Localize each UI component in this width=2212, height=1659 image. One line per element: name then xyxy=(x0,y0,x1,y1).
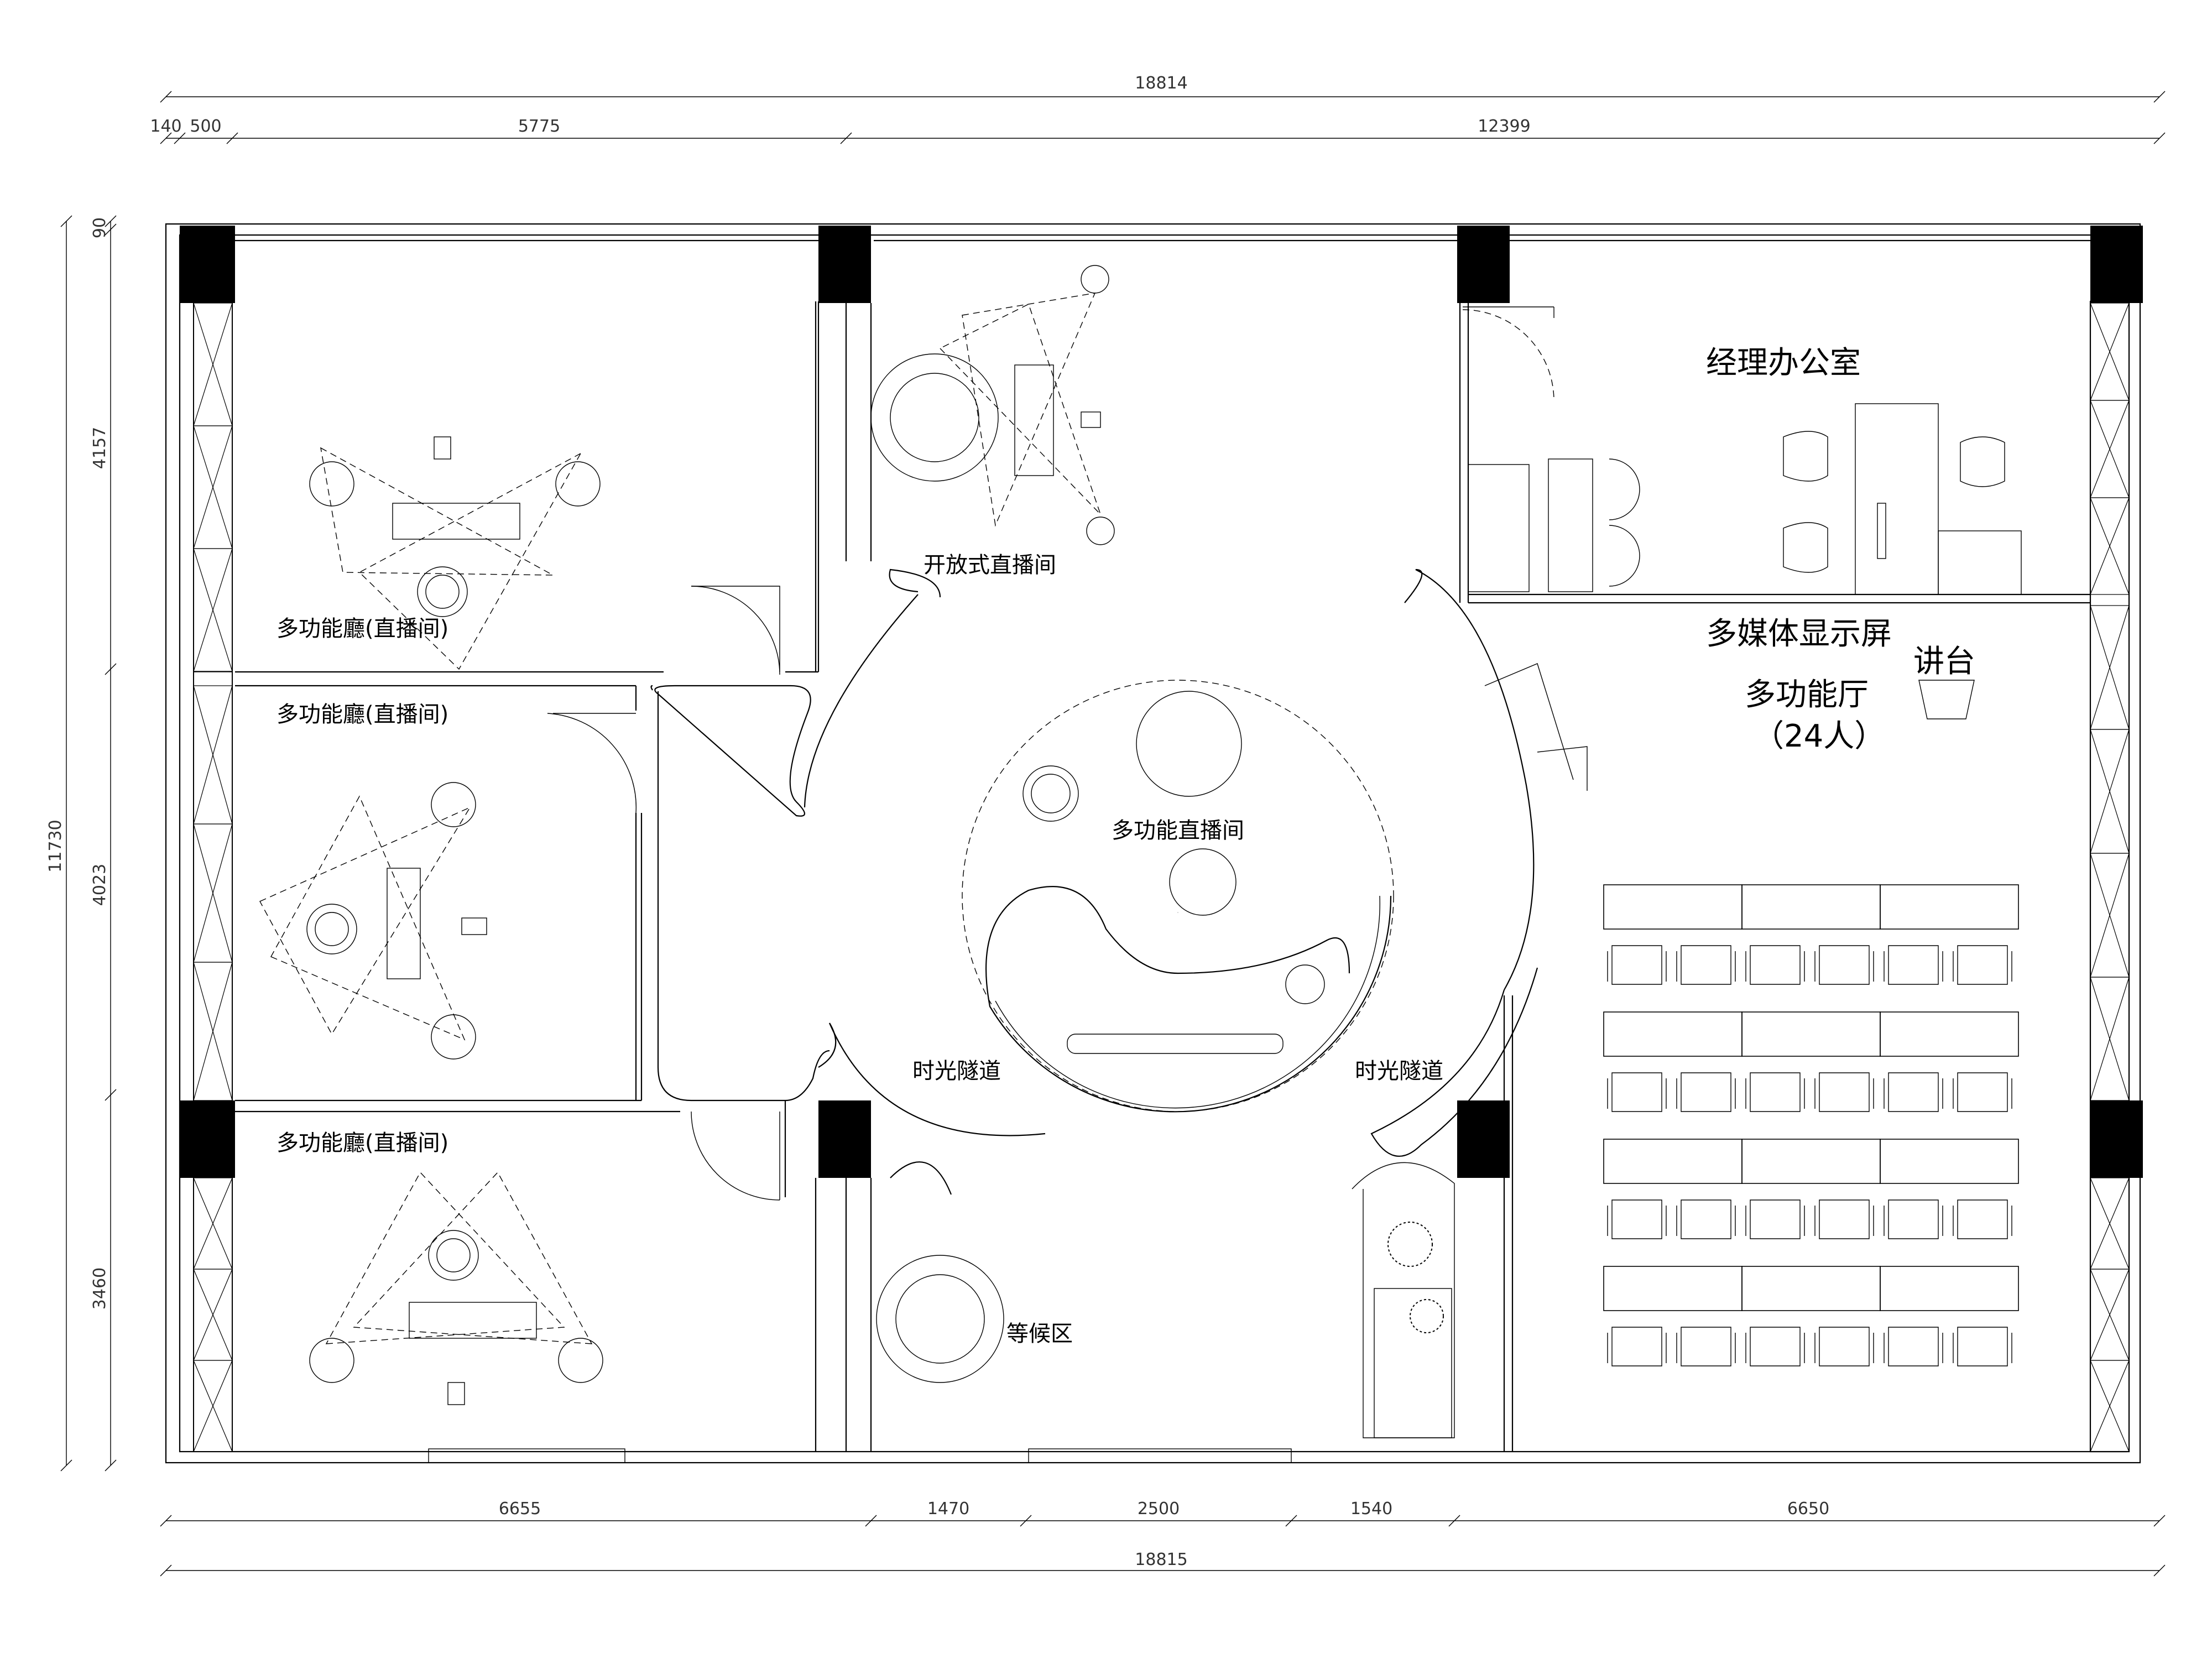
label-tunnel-left: 时光隧道 xyxy=(912,1058,1001,1084)
hall-table xyxy=(1880,884,2019,930)
hall-table xyxy=(1880,1266,2019,1311)
podium xyxy=(1918,680,1975,719)
hall-chair xyxy=(1607,1072,1667,1112)
dim-top-seg1: 140 xyxy=(150,117,181,136)
hall-chair xyxy=(1676,945,1736,985)
window-panel xyxy=(2090,977,2130,1101)
hall-chair xyxy=(1607,1327,1667,1366)
outer-walls xyxy=(165,223,2141,1464)
hall-table xyxy=(1741,1266,1881,1311)
label-multimedia-screen: 多媒体显示屏 xyxy=(1706,616,1892,652)
label-tunnel-right: 时光隧道 xyxy=(1355,1058,1443,1084)
dimension-lines: 18814 140 500 5775 12399 6655 1470 2500 … xyxy=(46,74,2166,1577)
dim-bottom-total: 18815 xyxy=(1135,1550,1187,1569)
window-panel xyxy=(193,685,233,825)
hall-chair xyxy=(1745,1199,1805,1239)
hall-table xyxy=(1603,884,1743,930)
structural-columns xyxy=(180,226,2143,1178)
dim-bottom-seg2: 1470 xyxy=(927,1499,969,1519)
label-waiting: 等候区 xyxy=(1006,1321,1073,1347)
window-panel xyxy=(193,548,233,672)
dim-left-seg1: 4157 xyxy=(90,427,109,469)
label-open-live: 开放式直播间 xyxy=(924,552,1056,578)
hall-chair xyxy=(1953,1327,2012,1366)
hall-chair xyxy=(1884,945,1943,985)
dim-left-total: 11730 xyxy=(46,820,65,872)
room-labels: 多功能廳(直播间) 多功能廳(直播间) 多功能廳(直播间) 开放式直播间 多功能… xyxy=(276,345,1975,1347)
window-panel xyxy=(193,671,233,672)
hall-chair xyxy=(1953,1072,2012,1112)
label-manager-office: 经理办公室 xyxy=(1706,345,1861,381)
manager-furniture xyxy=(1468,403,2022,595)
window-panel xyxy=(193,1360,233,1452)
hall-chair xyxy=(1814,945,1874,985)
hall-chair xyxy=(1745,945,1805,985)
dim-left-seg0: 90 xyxy=(90,217,109,238)
dim-top-total: 18814 xyxy=(1135,74,1187,93)
hall-chair xyxy=(1676,1072,1736,1112)
room3-furniture xyxy=(309,1171,603,1405)
hall-chair xyxy=(1814,1199,1874,1239)
label-hall: 多功能厅 xyxy=(1745,677,1869,713)
hall-chair xyxy=(1607,945,1667,985)
open-live-furniture xyxy=(870,265,1115,545)
multi-live-stage xyxy=(962,680,1394,1113)
hall-chair xyxy=(1607,1199,1667,1239)
label-hall-capacity: （24人） xyxy=(1753,718,1885,754)
central-hub xyxy=(650,568,1538,1195)
hall-chair xyxy=(1745,1072,1805,1112)
hall-chair xyxy=(1884,1327,1943,1366)
hall-chair xyxy=(1953,945,2012,985)
dim-top-seg4: 12399 xyxy=(1478,117,1530,136)
dim-left-seg2: 4023 xyxy=(90,864,109,906)
hall-chair xyxy=(1676,1199,1736,1239)
hall-table xyxy=(1603,1139,1743,1184)
dim-top-seg2: 500 xyxy=(190,117,221,136)
dim-top-seg3: 5775 xyxy=(518,117,560,136)
interior-walls xyxy=(235,301,2090,1463)
window-panel xyxy=(2090,497,2130,595)
window-panel xyxy=(2090,605,2130,730)
room1-furniture xyxy=(309,436,601,670)
hall-seating xyxy=(1603,884,2019,1366)
hall-table xyxy=(1603,1011,1743,1057)
hall-table xyxy=(1741,884,1881,930)
label-multi-live: 多功能直播间 xyxy=(1112,818,1244,843)
hall-table xyxy=(1880,1139,2019,1184)
window-panel xyxy=(193,425,233,549)
room2-furniture xyxy=(259,782,487,1060)
window-strips xyxy=(193,300,2130,1453)
window-panel xyxy=(2090,1360,2130,1452)
waiting-furniture xyxy=(876,1255,1004,1383)
label-multi-room-3: 多功能廳(直播间) xyxy=(276,1130,448,1156)
dim-bottom-seg1: 6655 xyxy=(499,1499,541,1519)
dim-bottom-seg5: 6650 xyxy=(1787,1499,1829,1519)
hall-chair xyxy=(1745,1327,1805,1366)
label-multi-room-1: 多功能廳(直播间) xyxy=(276,616,448,641)
hall-chair xyxy=(1884,1072,1943,1112)
label-podium: 讲台 xyxy=(1913,644,1975,680)
dim-bottom-seg4: 1540 xyxy=(1350,1499,1392,1519)
doors xyxy=(547,306,1588,1201)
window-panel xyxy=(193,962,233,1101)
hall-chair xyxy=(1814,1072,1874,1112)
dim-left-seg3: 3460 xyxy=(90,1267,109,1310)
plant-decoration xyxy=(1352,1162,1455,1438)
hall-table xyxy=(1741,1139,1881,1184)
label-multi-room-2: 多功能廳(直播间) xyxy=(276,702,448,727)
hall-table xyxy=(1603,1266,1743,1311)
dim-bottom-seg3: 2500 xyxy=(1138,1499,1180,1519)
hall-chair xyxy=(1953,1199,2012,1239)
hall-table xyxy=(1880,1011,2019,1057)
hall-table xyxy=(1741,1011,1881,1057)
hall-chair xyxy=(1676,1327,1736,1366)
hall-chair xyxy=(1814,1327,1874,1366)
hall-chair xyxy=(1884,1199,1943,1239)
